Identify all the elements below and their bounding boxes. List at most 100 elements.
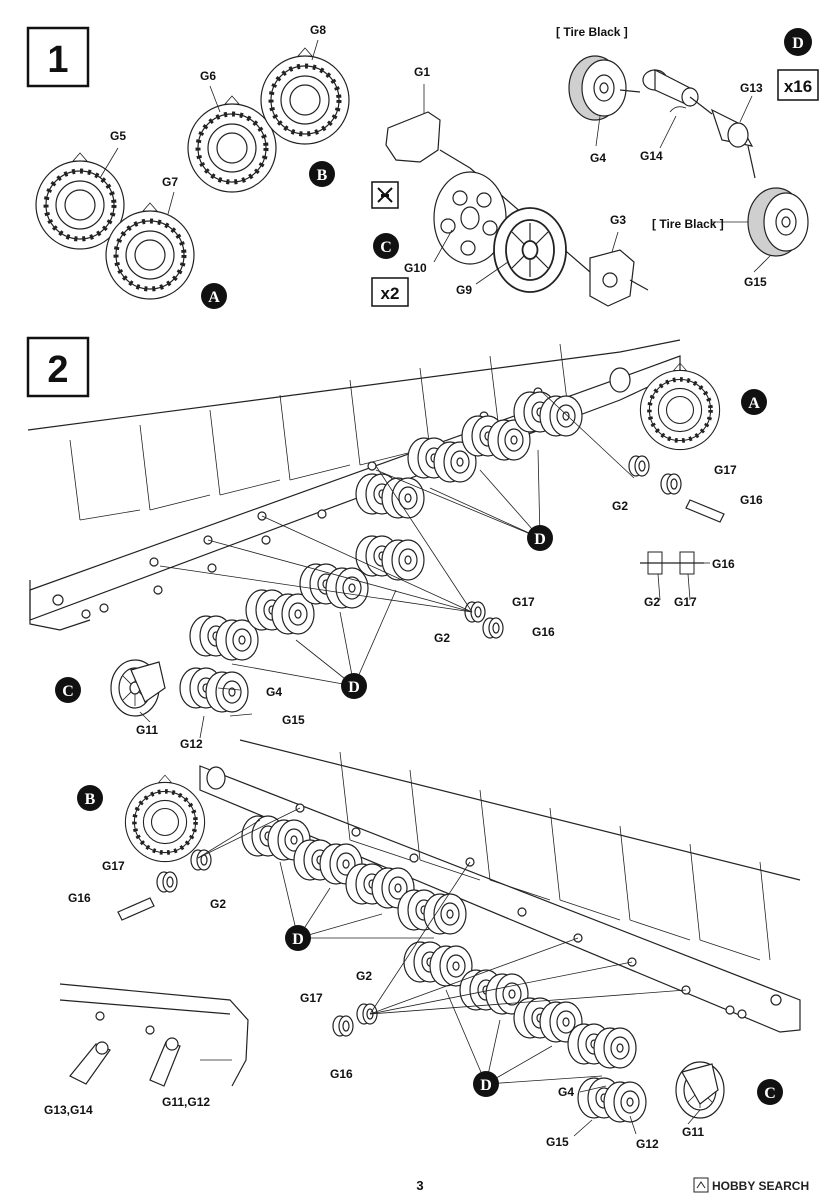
step-2: 2: [26, 336, 801, 1151]
label-g9: G9: [456, 283, 472, 297]
paint-callout-upper: [ Tire Black ]: [556, 25, 628, 39]
label-g2-ll: G2: [210, 897, 226, 911]
svg-text:D: D: [792, 35, 804, 52]
svg-text:D: D: [480, 1077, 492, 1094]
marker-c-step1: C: [373, 233, 399, 259]
paint-callout-lower: [ Tire Black ]: [652, 217, 724, 231]
step-1-leaders: [99, 39, 771, 285]
sprocket-g8: [261, 48, 349, 144]
bushing-g17-upper-center: [482, 617, 504, 639]
label-g13-g14: G13,G14: [44, 1103, 93, 1117]
bushing-g17-lower-left: [156, 871, 178, 893]
part-g1: [385, 111, 441, 163]
label-g15-upper: G15: [282, 713, 305, 727]
label-g6: G6: [200, 69, 216, 83]
svg-text:D: D: [348, 679, 360, 696]
no-cement-icon: [371, 181, 399, 209]
bushing-g17-lower-center: [332, 1015, 354, 1037]
idler-upper-c: [110, 659, 166, 717]
label-g16-detail: G16: [712, 557, 735, 571]
roadwheels-lower: [241, 815, 647, 1123]
label-g11-lower: G11: [682, 1125, 704, 1139]
label-g5: G5: [110, 129, 126, 143]
part-axle-upper: [642, 69, 699, 107]
bushing-g2-upper-center: [464, 601, 486, 623]
label-g2-uc: G2: [434, 631, 450, 645]
label-g16-lc: G16: [330, 1067, 353, 1081]
page-number: 3: [416, 1178, 423, 1193]
svg-text:B: B: [317, 167, 328, 184]
label-g12-upper: G12: [180, 737, 203, 751]
marker-b-step1: B: [309, 161, 335, 187]
label-g8: G8: [310, 23, 326, 37]
idler-assembly: [385, 111, 649, 307]
part-g13: [710, 108, 754, 148]
watermark-text: HOBBY SEARCH: [712, 1179, 809, 1193]
label-g11-upper: G11: [136, 723, 158, 737]
multiplier-x2: x2: [381, 284, 400, 303]
watermark-logo-icon: [693, 1177, 709, 1193]
label-g17-detail: G17: [674, 595, 697, 609]
arm-g13-g14: [69, 1041, 111, 1085]
label-g16-uc: G16: [532, 625, 555, 639]
label-g2-lc: G2: [356, 969, 372, 983]
sprocket-upper-a: [640, 363, 719, 449]
marker-d-step2-upper-left: D: [341, 673, 367, 699]
label-g17-uc: G17: [512, 595, 535, 609]
pin-detail: [640, 551, 704, 575]
bushing-g17-upper-right: [660, 473, 682, 495]
marker-a-step2: A: [741, 389, 767, 415]
svg-text:D: D: [292, 931, 304, 948]
roadwheel-assembly: [568, 55, 809, 257]
label-g4-upper: G4: [266, 685, 282, 699]
label-g11-g12: G11,G12: [162, 1095, 210, 1109]
label-g13: G13: [740, 81, 763, 95]
roadwheel-g12-g4-g15-lower: [577, 1077, 647, 1123]
inset-arm-detail: [59, 983, 249, 1087]
marker-c-step2-lower: C: [757, 1079, 783, 1105]
multiplier-x16-box: [777, 69, 819, 101]
marker-b-step2: B: [77, 785, 103, 811]
label-g10: G10: [404, 261, 427, 275]
label-g14: G14: [640, 149, 663, 163]
marker-d-step1: D: [784, 28, 812, 56]
bushing-g2-upper-right: [628, 455, 650, 477]
roadwheels-upper: [179, 391, 583, 713]
marker-c-step2-upper: C: [55, 677, 81, 703]
label-g2-ur: G2: [612, 499, 628, 513]
arm-g11-g12: [149, 1037, 181, 1087]
idler-lower-c: [675, 1061, 725, 1119]
label-g4: G4: [590, 151, 606, 165]
part-g9: [493, 207, 567, 293]
step-2-number: 2: [47, 349, 68, 391]
label-g16-ll: G16: [68, 891, 91, 905]
label-g16-ur: G16: [740, 493, 763, 507]
svg-text:C: C: [380, 239, 392, 256]
pin-g16-lower-left: [117, 897, 155, 921]
step-1-number-box: [26, 26, 90, 88]
marker-a-step1: A: [201, 283, 227, 309]
pin-g16-upper-right: [685, 499, 725, 523]
step-2-number-box: [26, 336, 90, 398]
step-1-number: 1: [47, 39, 68, 81]
label-g1: G1: [414, 65, 430, 79]
label-g15-lower: G15: [546, 1135, 569, 1149]
svg-text:C: C: [764, 1085, 776, 1102]
svg-text:A: A: [748, 395, 760, 412]
label-g17-ll: G17: [102, 859, 125, 873]
svg-text:D: D: [534, 531, 546, 548]
label-g12-lower: G12: [636, 1137, 659, 1151]
part-g4-upper: [568, 55, 627, 121]
label-g15: G15: [744, 275, 767, 289]
marker-d-step2-upper-right: D: [527, 525, 553, 551]
marker-d-step2-lower-left: D: [285, 925, 311, 951]
label-g2-detail: G2: [644, 595, 660, 609]
marker-d-step2-lower-right: D: [473, 1071, 499, 1097]
label-g17-lc: G17: [300, 991, 323, 1005]
watermark: HOBBY SEARCH: [693, 1177, 809, 1193]
multiplier-x2-box: [371, 277, 409, 307]
label-g17-ur: G17: [714, 463, 737, 477]
sprocket-lower-b: [125, 775, 204, 861]
multiplier-x16: x16: [784, 77, 812, 96]
part-g10: [433, 171, 507, 265]
